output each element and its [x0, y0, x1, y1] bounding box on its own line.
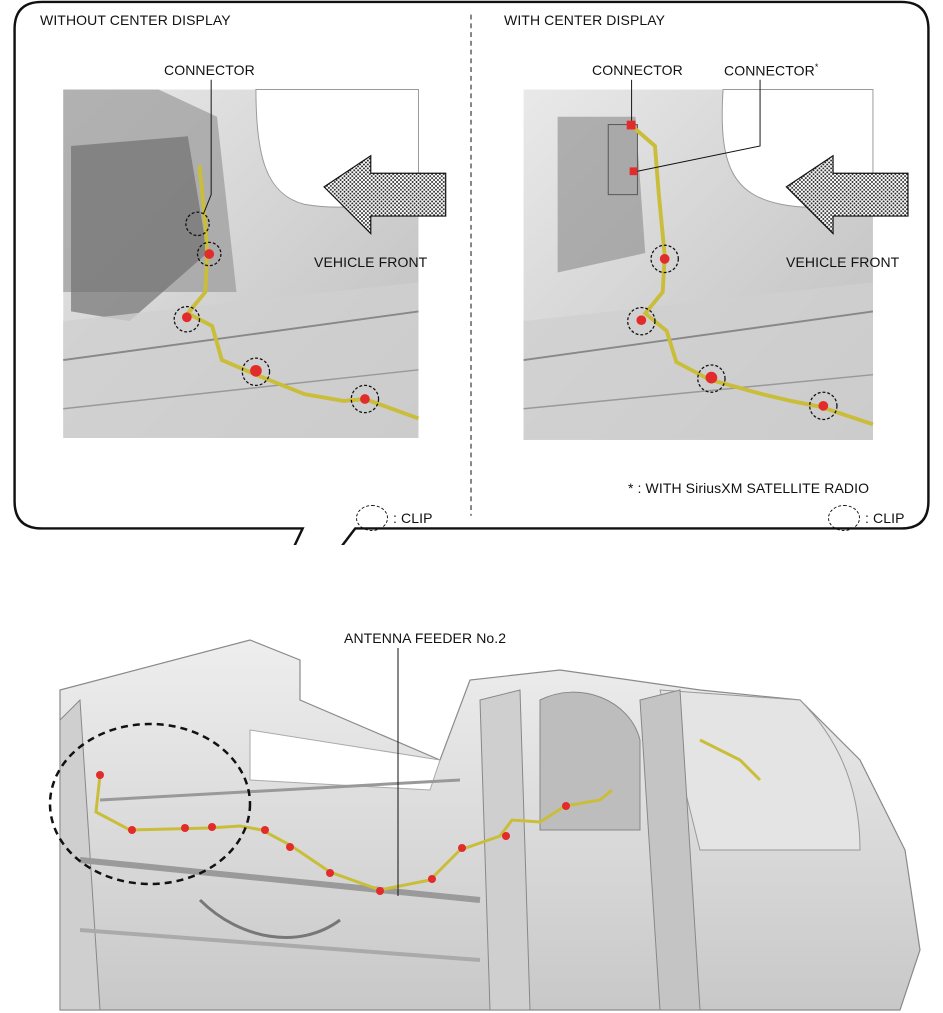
vehicle-front-arrow-left [323, 154, 447, 235]
left-vehicle-front-label: VEHICLE FRONT [314, 254, 428, 270]
right-vehicle-front-label: VEHICLE FRONT [786, 254, 900, 270]
satellite-radio-footnote: * : WITH SiriusXM SATELLITE RADIO [628, 480, 870, 496]
left-clip-legend-icon [356, 505, 388, 531]
right-connector-label-1: CONNECTOR [592, 62, 683, 78]
right-clip-legend-icon [828, 505, 860, 531]
left-detail-image [63, 79, 420, 438]
antenna-feeder-label: ANTENNA FEEDER No.2 [344, 630, 507, 646]
left-clip-legend-label: : CLIP [393, 510, 433, 526]
left-connector-label: CONNECTOR [164, 62, 255, 78]
right-connector-2-text: CONNECTOR [724, 62, 815, 79]
callout-frame [13, 0, 930, 545]
right-connector-label-2: CONNECTOR* [724, 62, 818, 79]
right-clip-legend-label: : CLIP [865, 510, 905, 526]
right-detail-image [523, 79, 874, 440]
vehicle-front-arrow-right [785, 154, 909, 235]
right-panel-title: WITH CENTER DISPLAY [504, 12, 666, 28]
left-panel-title: WITHOUT CENTER DISPLAY [40, 12, 231, 28]
asterisk-mark: * [814, 62, 819, 72]
